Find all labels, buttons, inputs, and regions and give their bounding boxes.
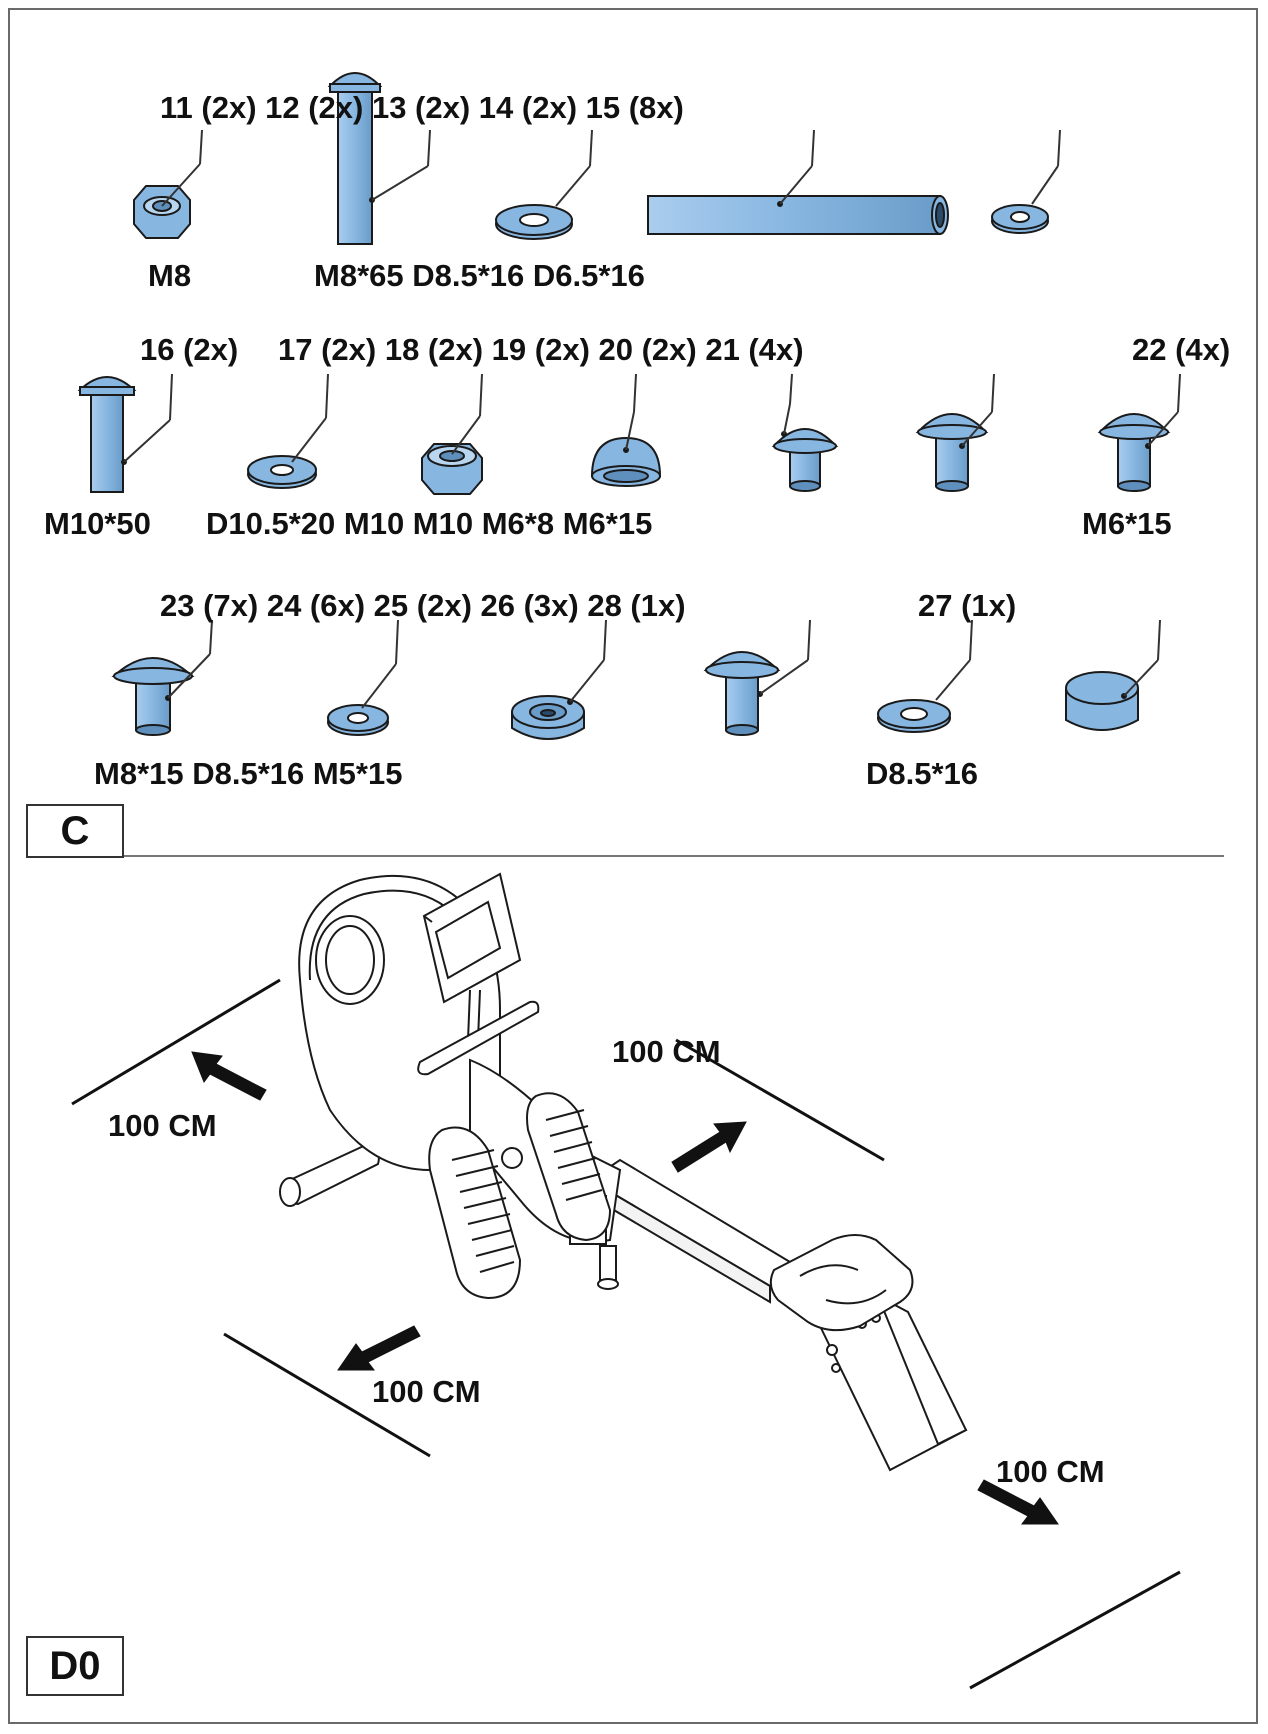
clearance-line-right-top: [675, 1038, 885, 1162]
part-sizes-row-2c: M6*15: [1082, 506, 1172, 541]
washer-icon: [495, 129, 593, 240]
carriage-bolt-icon: [77, 373, 173, 493]
clearance-label-right-bottom: 100 CM: [996, 1454, 1105, 1489]
part-sizes-row-3b: D8.5*16: [866, 756, 979, 791]
clearance-line-left-bottom: [223, 1332, 431, 1458]
clearance-label-left-top: 100 CM: [108, 1108, 217, 1143]
screw-icon: [703, 619, 811, 736]
screw-icon: [915, 373, 995, 492]
page-frame: [8, 8, 1258, 1724]
part-numbers-row-1: 11 (2x) 12 (2x) 13 (2x) 14 (2x) 15 (8x): [160, 90, 684, 125]
clearance-label-left-bottom: 100 CM: [372, 1374, 481, 1409]
clearance-line-right-bottom: [969, 1570, 1181, 1690]
foot-pedal-right: [526, 1092, 612, 1242]
carriage-bolt-icon: [327, 72, 431, 245]
part-sizes-row-1a: M8: [148, 258, 192, 293]
part-sizes-row-1b: M8*65 D8.5*16 D6.5*16: [314, 258, 645, 293]
arrow-up-right-icon: [671, 1121, 747, 1173]
part-numbers-row-3a: 23 (7x) 24 (6x) 25 (2x) 26 (3x) 28 (1x): [160, 588, 686, 623]
end-cap-icon: [1065, 619, 1161, 731]
washer-icon: [327, 619, 399, 736]
section-tab-c: C: [26, 804, 124, 858]
arrow-up-left-icon: [191, 1051, 267, 1101]
arrow-down-left-icon: [337, 1325, 421, 1371]
part-numbers-row-2c: 22 (4x): [1132, 332, 1231, 367]
nut-icon: [421, 373, 483, 495]
part-numbers-row-3b: 27 (1x): [918, 588, 1017, 623]
rowing-machine-illustration: [279, 872, 968, 1472]
part-sizes-row-2a: M10*50: [44, 506, 151, 541]
part-numbers-row-2a: 16 (2x): [140, 332, 239, 367]
screw-icon: [1097, 373, 1181, 492]
screw-icon: [111, 619, 213, 736]
washer-icon: [991, 129, 1061, 234]
spacer-icon: [511, 619, 607, 740]
washer-icon: [877, 619, 973, 733]
clearance-line-left-top: [71, 978, 281, 1106]
clearance-markers: [71, 978, 1181, 1690]
clearance-label-right-top: 100 CM: [612, 1034, 721, 1069]
section-tab-d0: D0: [26, 1636, 124, 1696]
part-sizes-row-3a: M8*15 D8.5*16 M5*15: [94, 756, 403, 791]
part-sizes-row-2b: D10.5*20 M10 M10 M6*8 M6*15: [206, 506, 653, 541]
foot-pedal-left: [428, 1126, 522, 1300]
part-numbers-row-2b: 17 (2x) 18 (2x) 19 (2x) 20 (2x) 21 (4x): [278, 332, 804, 367]
tube-icon: [647, 129, 949, 235]
washer-icon: [247, 373, 329, 489]
nut-icon: [133, 129, 203, 239]
arrow-down-right-icon: [977, 1479, 1059, 1525]
short-screw-icon: [771, 373, 839, 492]
cap-nut-icon: [590, 373, 662, 487]
